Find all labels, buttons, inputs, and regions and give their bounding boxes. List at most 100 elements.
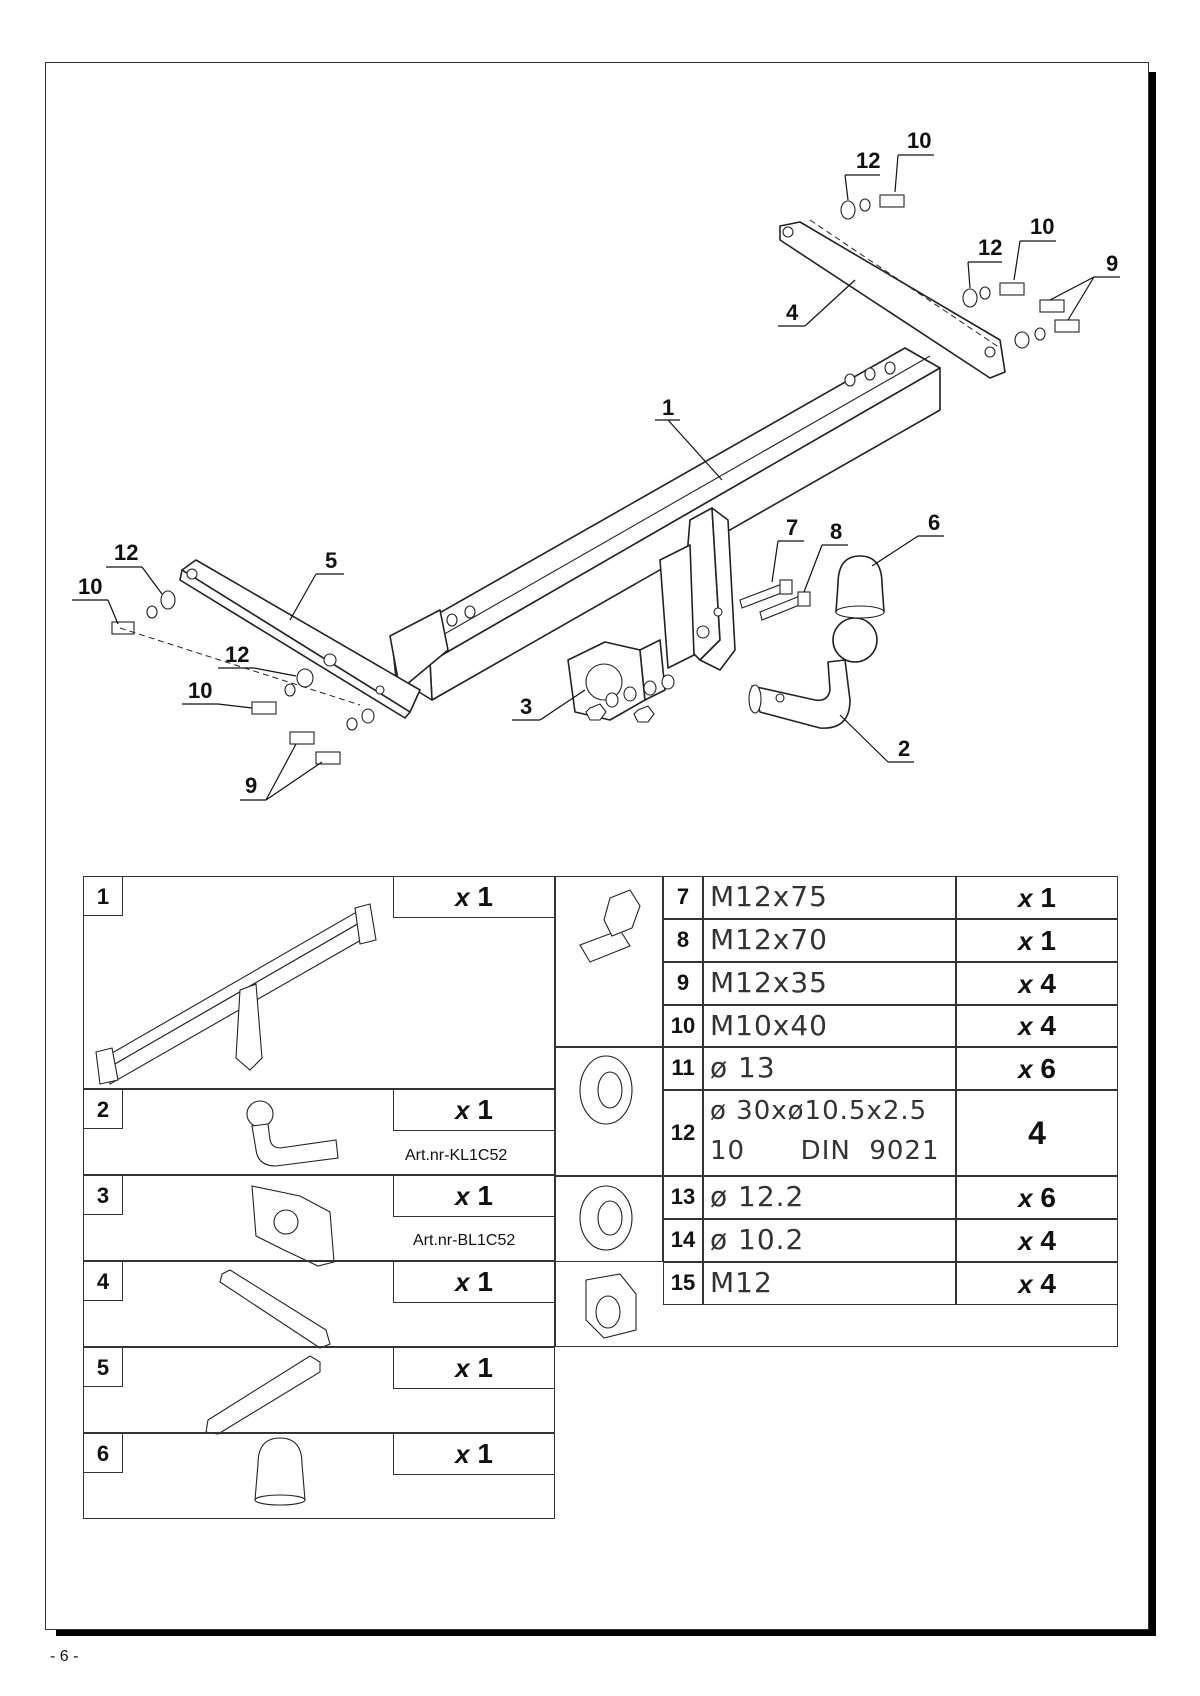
fastener-number-cell: 15 [663, 1262, 703, 1305]
thumb-part-3 [251, 1185, 335, 1267]
svg-text:12: 12 [225, 642, 249, 667]
washer-image-cell [555, 1047, 663, 1176]
fastener-number-cell: 13 [663, 1176, 703, 1219]
callout-12-left-bottom: 12 [218, 642, 297, 677]
fastener-spec: M12 [703, 1262, 956, 1305]
quantity-cell: x 4 [956, 1262, 1118, 1305]
svg-text:12: 12 [978, 235, 1002, 260]
fastener-spec: M12x35 [703, 962, 956, 1005]
svg-text:10: 10 [907, 128, 931, 153]
fastener-number-cell: 7 [663, 876, 703, 919]
thumb-spring-washer [579, 1185, 633, 1251]
svg-text:2: 2 [898, 736, 910, 761]
thumb-nut [585, 1273, 637, 1339]
fastener-spec: M10x40 [703, 1005, 956, 1047]
part-number-cell: 3 [83, 1175, 123, 1215]
bolts-7-8-part [739, 579, 811, 621]
svg-text:10: 10 [1030, 214, 1054, 239]
quantity-cell: x 1 [956, 919, 1118, 962]
callout-12-left-top: 12 [106, 540, 163, 595]
callout-9-right: 9 [1049, 251, 1120, 321]
quantity-cell: x 4 [956, 1005, 1118, 1047]
fastener-number-cell: 10 [663, 1005, 703, 1047]
svg-text:8: 8 [830, 519, 842, 544]
thumb-part-6 [254, 1437, 306, 1506]
fastener-spec-line-2: 10 DIN 9021 [710, 1136, 940, 1166]
left-side-bracket-part [179, 559, 421, 719]
quantity-cell: x 1 [393, 1347, 555, 1389]
fastener-spec: ø 12.2 [703, 1176, 956, 1219]
fastener-number-cell: 12 [663, 1090, 703, 1176]
svg-text:9: 9 [1106, 251, 1118, 276]
spring-washer-image-cell [555, 1176, 663, 1262]
table-row-part-1 [83, 876, 555, 1089]
article-number: Art.nr-KL1C52 [405, 1147, 508, 1164]
fastener-number-cell: 8 [663, 919, 703, 962]
svg-text:4: 4 [786, 300, 799, 325]
callout-10-left-bottom: 10 [182, 678, 253, 709]
page-number: - 6 - [50, 1648, 79, 1665]
callout-1: 1 [655, 395, 723, 481]
svg-text:7: 7 [786, 515, 798, 540]
quantity-cell: x 1 [393, 1089, 555, 1131]
fastener-number-cell: 9 [663, 962, 703, 1005]
svg-text:12: 12 [114, 540, 138, 565]
callout-9-left: 9 [240, 743, 323, 801]
article-number: Art.nr-BL1C52 [413, 1232, 516, 1249]
callout-6: 6 [871, 510, 944, 567]
fastener-spec: ø 10.2 [703, 1219, 956, 1262]
fastener-spec-line-1: ø 30xø10.5x2.5 [710, 1096, 928, 1126]
callout-12-top: 12 [844, 148, 880, 201]
callout-5: 5 [289, 548, 344, 621]
svg-text:10: 10 [188, 678, 212, 703]
callout-2: 2 [839, 714, 914, 763]
callout-10-right: 10 [1013, 214, 1056, 281]
quantity-cell: x 1 [393, 1433, 555, 1475]
svg-text:10: 10 [78, 574, 102, 599]
fastener-number-cell: 11 [663, 1047, 703, 1090]
part-number-cell: 6 [83, 1433, 123, 1473]
thumb-part-2 [246, 1100, 339, 1167]
callout-8: 8 [803, 519, 848, 593]
svg-text:6: 6 [928, 510, 940, 535]
fastener-spec: ø 13 [703, 1047, 956, 1090]
svg-text:5: 5 [325, 548, 337, 573]
table-row-part-3 [83, 1175, 555, 1261]
fastener-number-cell: 14 [663, 1219, 703, 1262]
fastener-spec: M12x70 [703, 919, 956, 962]
thumb-part-4 [219, 1269, 331, 1349]
table-row-part-2 [83, 1089, 555, 1175]
ball-cover-part [835, 555, 885, 619]
callout-12-right: 12 [967, 235, 1002, 289]
socket-fastener-cluster [446, 605, 675, 723]
quantity-cell: 4 [956, 1090, 1118, 1176]
part-number-cell: 1 [83, 876, 123, 916]
quantity-cell: x 1 [956, 876, 1118, 919]
tow-ball-part [748, 617, 878, 729]
callout-3: 3 [512, 689, 586, 721]
quantity-cell: x 4 [956, 1219, 1118, 1262]
thumb-bolt [579, 889, 641, 963]
thumb-part-1 [95, 903, 377, 1085]
fastener-spec: M12x75 [703, 876, 956, 919]
quantity-cell: x 1 [393, 876, 555, 918]
callout-10-left-top: 10 [72, 574, 119, 625]
table-row-part-5 [83, 1347, 555, 1433]
svg-text:1: 1 [662, 395, 674, 420]
part-number-cell: 4 [83, 1261, 123, 1301]
quantity-cell: x 6 [956, 1176, 1118, 1219]
callout-10-top: 10 [894, 128, 934, 193]
thumb-washer [579, 1055, 633, 1125]
part-number-cell: 2 [83, 1089, 123, 1129]
callout-7: 7 [771, 515, 804, 583]
right-fastener-cluster [809, 194, 1080, 387]
cross-beam-part [389, 347, 941, 701]
right-side-bracket-part [779, 221, 1006, 379]
svg-text:3: 3 [520, 694, 532, 719]
quantity-cell: x 1 [393, 1175, 555, 1217]
table-row-part-4 [83, 1261, 555, 1347]
quantity-cell: x 1 [393, 1261, 555, 1303]
fastener-spec-cell: ø 30xø10.5x2.5 10 DIN 9021 [703, 1090, 956, 1176]
quantity-cell: x 6 [956, 1047, 1118, 1090]
